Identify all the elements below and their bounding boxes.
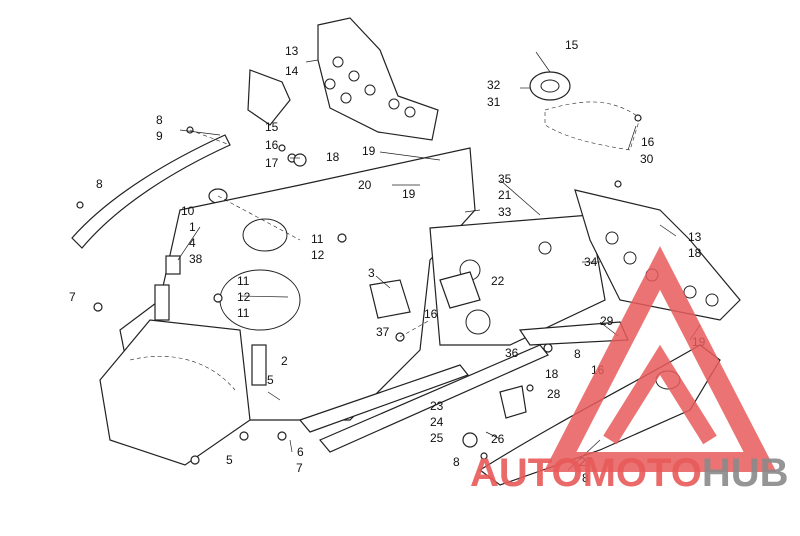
main-frame <box>99 147 476 466</box>
callout-11a: 11 <box>311 232 324 246</box>
callout-8b: 8 <box>96 177 103 191</box>
callout-6: 6 <box>297 445 304 459</box>
callout-13b: 13 <box>688 230 702 244</box>
callout-10: 10 <box>181 204 195 218</box>
watermark-m-shape <box>603 344 717 445</box>
steering-bracket <box>529 71 641 151</box>
callout-14: 14 <box>285 64 299 78</box>
callout-11b: 11 <box>237 274 250 288</box>
callout-35: 35 <box>498 172 512 186</box>
callout-3: 3 <box>368 266 375 280</box>
hardware <box>76 114 642 465</box>
callout-33: 33 <box>498 205 512 219</box>
callout-2: 2 <box>281 354 288 368</box>
callout-16c: 16 <box>424 307 438 321</box>
callout-4: 4 <box>189 236 196 250</box>
callout-37: 37 <box>376 325 390 339</box>
watermark-moto: MOTO <box>583 451 702 495</box>
leader-lines <box>177 51 701 471</box>
watermark-hub: HUB <box>702 451 789 495</box>
callout-17: 17 <box>265 156 279 170</box>
rear-heat-shield <box>247 17 439 141</box>
callout-23: 23 <box>430 399 444 413</box>
callout-20: 20 <box>358 178 372 192</box>
callout-19b: 19 <box>402 187 416 201</box>
callout-30: 30 <box>640 152 654 166</box>
callout-19a: 19 <box>362 144 376 158</box>
callout-32: 32 <box>487 78 501 92</box>
callout-8e: 8 <box>582 471 589 485</box>
callout-9: 9 <box>156 129 163 143</box>
watermark-auto: AUTO <box>470 451 583 495</box>
callout-18a: 18 <box>326 150 340 164</box>
callout-8c: 8 <box>574 347 581 361</box>
callout-21: 21 <box>498 188 512 202</box>
callout-38: 38 <box>189 252 203 266</box>
lower-rails <box>298 321 629 453</box>
callout-15a: 15 <box>565 38 579 52</box>
callout-15b: 15 <box>265 120 279 134</box>
watermark-text: AUTOMOTOHUB <box>470 451 789 495</box>
callout-25: 25 <box>430 431 444 445</box>
callout-7b: 7 <box>296 461 303 475</box>
callout-8d: 8 <box>453 455 460 469</box>
callout-16b: 16 <box>641 135 655 149</box>
callout-13a: 13 <box>285 44 299 58</box>
callout-12a: 12 <box>311 248 325 262</box>
callout-1: 1 <box>189 220 196 234</box>
callout-18c: 18 <box>545 367 559 381</box>
watermark-logo: AUTOMOTOHUB <box>470 246 789 495</box>
callout-16a: 16 <box>265 138 279 152</box>
exploded-frame-drawing <box>71 17 741 486</box>
callout-34: 34 <box>584 255 598 269</box>
callout-18b: 18 <box>688 246 702 260</box>
callout-5b: 5 <box>226 453 233 467</box>
callout-31: 31 <box>487 95 501 109</box>
callout-28: 28 <box>547 387 561 401</box>
callout-24: 24 <box>430 415 444 429</box>
callout-12b: 12 <box>237 290 251 304</box>
callout-11c: 11 <box>237 306 250 320</box>
watermark-triangle <box>543 246 777 472</box>
callout-26: 26 <box>491 432 505 446</box>
callout-22: 22 <box>491 274 505 288</box>
callout-7a: 7 <box>69 290 76 304</box>
callout-36: 36 <box>505 346 519 360</box>
callout-5a: 5 <box>267 373 274 387</box>
callout-8a: 8 <box>156 113 163 127</box>
callout-29: 29 <box>600 314 614 328</box>
